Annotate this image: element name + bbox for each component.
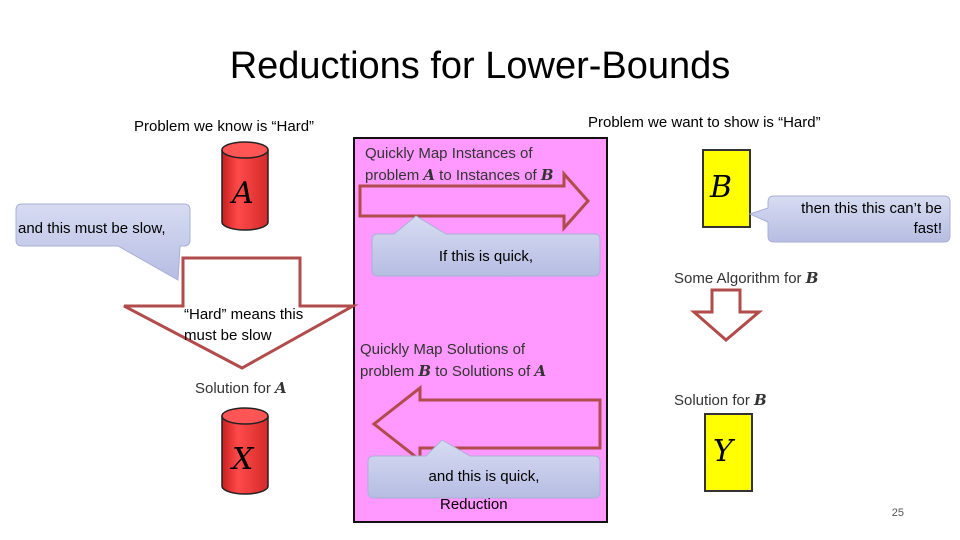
map-solutions-line1: Quickly Map Solutions of (360, 341, 526, 358)
map-instances-line1: Quickly Map Instances of (365, 145, 533, 162)
quick-top-callout-text: If this is quick, (438, 248, 534, 265)
cylinder-x-label: X (232, 442, 254, 477)
quick-top-callout (371, 215, 601, 277)
hard-means-line2: must be slow (184, 327, 272, 344)
box-y-label: Y (713, 434, 733, 469)
hard-down-arrow (123, 256, 359, 370)
map-instances-line2: problem A to Instances of B (365, 166, 554, 184)
map-solutions-line2: problem B to Solutions of A (360, 362, 547, 380)
slow-callout-text: and this must be slow, (18, 220, 166, 237)
hard-means-line1: “Hard” means this (184, 306, 304, 323)
map-solutions-arrow (371, 384, 602, 464)
solution-a-label: Solution for A (195, 379, 287, 397)
cylinder-a-label: A (232, 176, 254, 211)
left-header: Problem we know is “Hard” (134, 118, 315, 135)
quick-bottom-callout (367, 439, 601, 499)
cylinder-x (221, 407, 269, 495)
slide-title: Reductions for Lower-Bounds (229, 45, 731, 87)
box-b-label: B (710, 170, 733, 205)
right-header: Problem we want to show is “Hard” (588, 114, 821, 131)
algorithm-label: Some Algorithm for B (674, 269, 819, 287)
reduction-label: Reduction (440, 496, 508, 513)
fast-callout-line1: then this this can’t be (801, 200, 942, 217)
box-b (702, 149, 751, 228)
map-instances-arrow (358, 170, 591, 232)
solution-b-label: Solution for B (674, 391, 767, 409)
slow-callout (15, 203, 191, 281)
fast-callout (748, 195, 951, 243)
cylinder-a (221, 141, 269, 231)
box-y (704, 413, 753, 492)
algorithm-down-arrow (690, 288, 764, 342)
quick-bottom-callout-text: and this is quick, (428, 468, 540, 485)
page-number: 25 (891, 507, 904, 519)
fast-callout-line2: fast! (913, 220, 942, 237)
